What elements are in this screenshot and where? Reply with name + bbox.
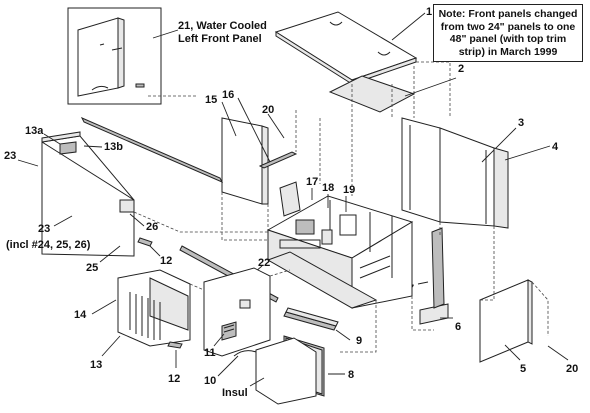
- label-13a: 13a: [25, 125, 44, 137]
- label-18: 18: [322, 182, 334, 194]
- label-insul: Insul: [222, 387, 248, 399]
- label-16: 16: [222, 89, 234, 101]
- label-12-upper: 12: [160, 255, 172, 267]
- part-5-right-end-panel: [479, 279, 533, 363]
- revision-note-text: Note: Front panels changed from two 24" …: [438, 8, 578, 58]
- part-10-left-front-panel: [203, 267, 271, 357]
- label-19: 19: [343, 184, 355, 196]
- part-7-corner-post: [431, 227, 445, 309]
- label-23-sub: (incl #24, 25, 26): [6, 239, 91, 251]
- label-9: 9: [356, 335, 362, 347]
- part-16-top-rail: [258, 151, 298, 169]
- label-20-top: 20: [262, 104, 274, 116]
- label-13: 13: [90, 359, 102, 371]
- label-4: 4: [552, 141, 559, 153]
- revision-note: Note: Front panels changed from two 24" …: [433, 4, 583, 62]
- part-insulation-panel: [255, 337, 317, 405]
- part-15-left-rear-panel: [221, 117, 269, 205]
- label-6: 6: [455, 321, 461, 333]
- label-1: 1: [426, 6, 432, 18]
- label-23: 23: [38, 223, 50, 235]
- part-17-control-box: [279, 181, 301, 217]
- part-23-front-panel: [41, 131, 135, 257]
- label-15: 15: [205, 94, 217, 106]
- label-25: 25: [86, 262, 98, 274]
- part-1-top-panel: [274, 11, 418, 85]
- label-14: 14: [74, 309, 87, 321]
- label-12-lower: 12: [168, 373, 180, 385]
- label-20-bottom: 20: [566, 363, 578, 375]
- chassis-frame: [266, 195, 414, 309]
- part-4-right-side-panel: [493, 147, 509, 229]
- inset-leader: [152, 29, 179, 39]
- label-3: 3: [518, 117, 524, 129]
- label-2: 2: [458, 63, 464, 75]
- inset-title: 21, Water Cooled Left Front Panel: [178, 20, 267, 45]
- label-10: 10: [204, 375, 216, 387]
- label-22: 22: [258, 257, 270, 269]
- inset-water-cooled-panel: [67, 7, 162, 105]
- label-17: 17: [306, 176, 318, 188]
- part-12-upper-clip: [137, 237, 153, 247]
- part-top-trim-rail: [80, 116, 224, 184]
- part-9-air-filter-rail: [283, 307, 339, 331]
- label-26: 26: [146, 221, 158, 233]
- label-11: 11: [204, 347, 216, 359]
- part-13-grille-assembly: [117, 269, 191, 347]
- part-12-lower-clip: [167, 341, 183, 349]
- label-13b: 13b: [104, 141, 123, 153]
- label-23-top: 23: [4, 150, 16, 162]
- assembly-guide-lines: [133, 61, 549, 353]
- label-8: 8: [348, 369, 354, 381]
- part-2-top-insulation: [328, 75, 416, 113]
- part-3-rear-panel: [401, 117, 495, 227]
- label-5: 5: [520, 363, 526, 375]
